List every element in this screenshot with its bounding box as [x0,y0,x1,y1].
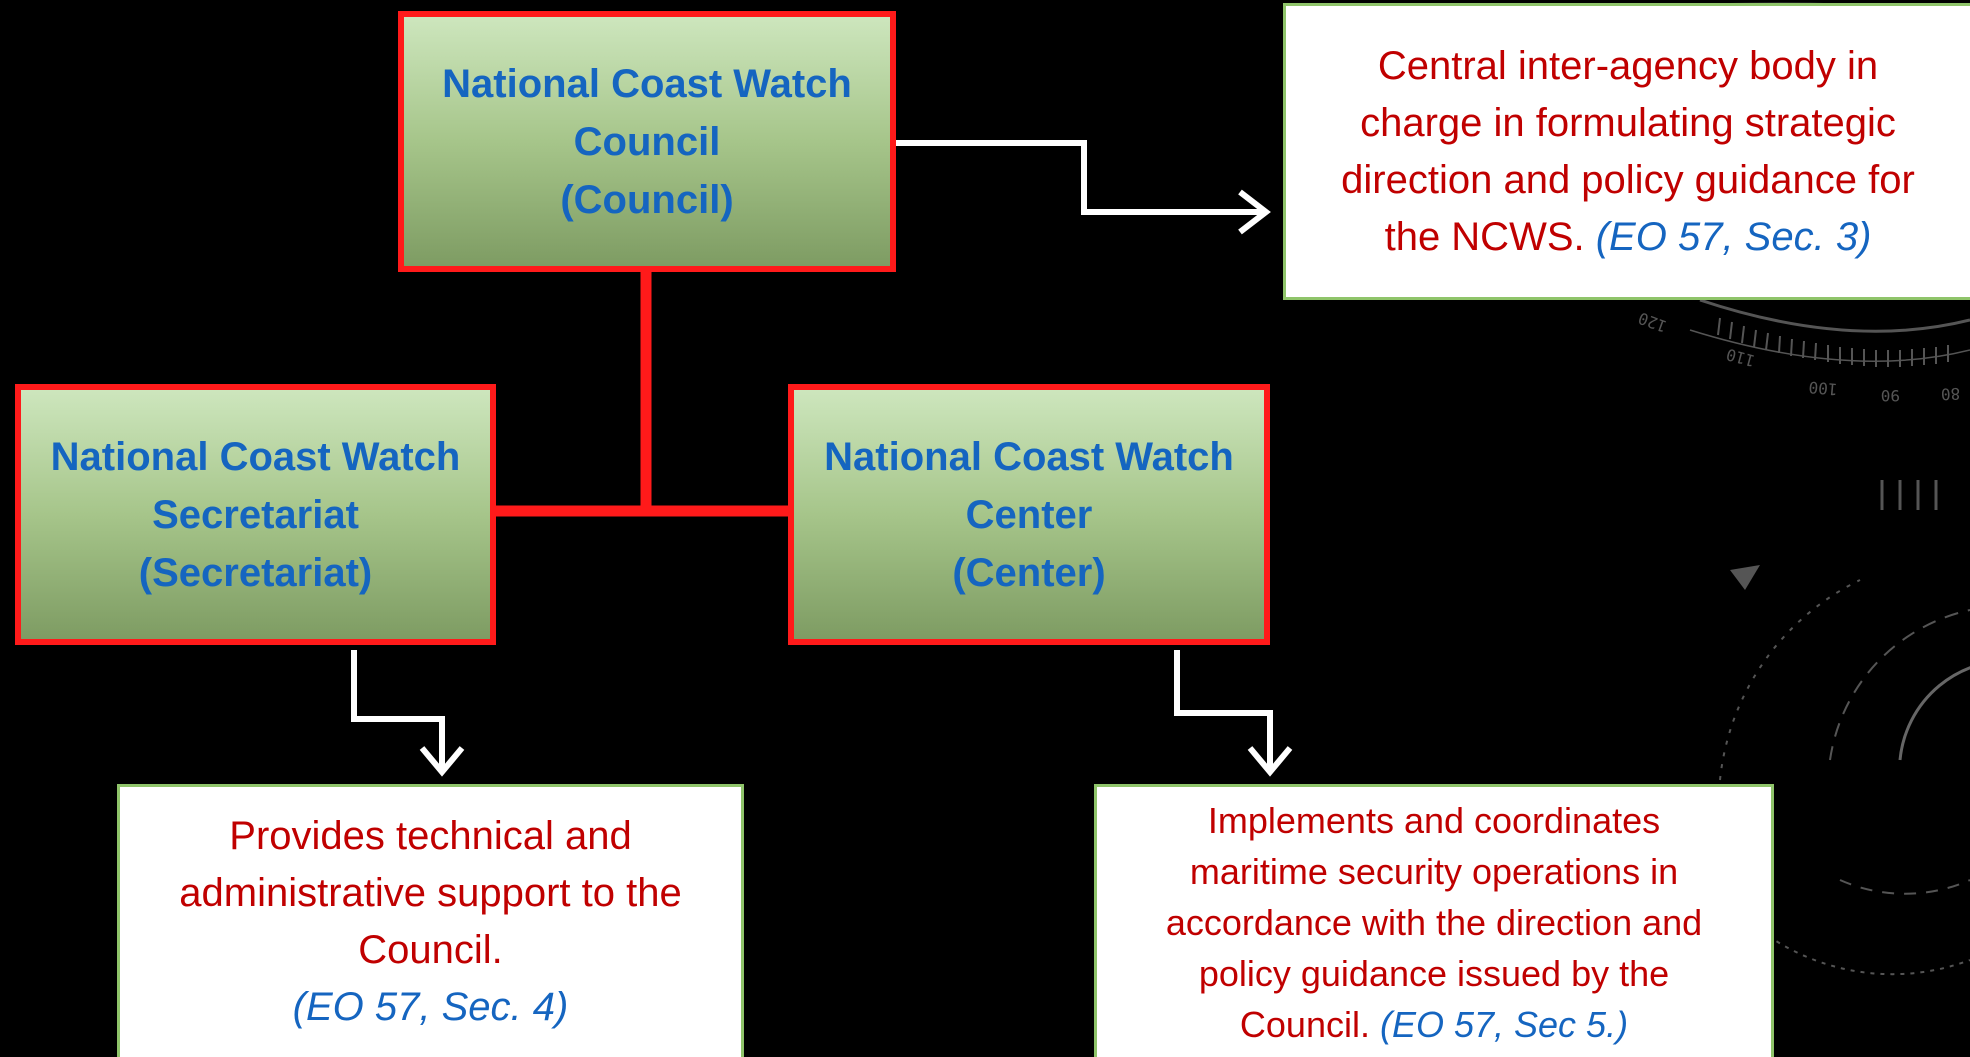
compass-tick-label: 80 [1941,384,1961,404]
council-arrow-head [1238,189,1271,235]
secretariat-arrow-head [419,746,465,777]
secretariat-desc-line: Council. [358,928,503,972]
center-desc-line: policy guidance issued by the [1198,952,1670,994]
council-citation: (EO 57, Sec. 3) [1595,214,1872,259]
council-title-line1: National Coast Watch [442,61,852,106]
compass-tick-label: 100 [1808,377,1838,398]
center-arrow [1174,650,1273,772]
council-desc-line: Central inter-agency body in [1377,43,1879,88]
secretariat-title-line2: Secretariat [152,492,359,537]
council-description-box: Central inter-agency body in charge in f… [1283,3,1970,300]
secretariat-arrow [351,650,445,772]
council-box: National Coast Watch Council (Council) [398,11,896,272]
center-desc-line: Implements and coordinates [1207,799,1661,841]
secretariat-desc-line: Provides technical and [229,814,632,858]
secretariat-title-line3: (Secretariat) [138,550,373,595]
compass-tick-label: 90 [1881,386,1900,405]
center-box: National Coast Watch Center (Center) [788,384,1270,645]
secretariat-description-box: Provides technical and administrative su… [117,784,744,1057]
secretariat-title-line1: National Coast Watch [50,434,461,479]
center-citation: (EO 57, Sec 5.) [1379,1003,1629,1045]
center-description-box: Implements and coordinates maritime secu… [1094,784,1774,1057]
center-arrow-head [1247,746,1293,777]
center-desc-line: maritime security operations in [1189,850,1679,892]
center-title-line3: (Center) [952,550,1106,595]
council-desc-line: the NCWS. (EO 57, Sec. 3) [1385,209,1872,266]
secretariat-citation: (EO 57, Sec. 4) [292,985,569,1029]
center-desc-line: Council. (EO 57, Sec 5.) [1240,999,1628,1050]
center-title-line2: Center [965,492,1093,537]
center-title-line1: National Coast Watch [824,434,1234,479]
center-desc-line: accordance with the direction and [1165,901,1703,943]
council-desc-line: charge in formulating strategic [1360,100,1896,145]
council-title-line2: Council [573,119,721,164]
council-arrow [894,140,1266,215]
secretariat-desc-line: administrative support to the [179,871,682,915]
secretariat-box: National Coast Watch Secretariat (Secret… [15,384,496,645]
council-title-line3: (Council) [560,177,734,222]
council-desc-text: the NCWS. [1384,214,1596,259]
center-desc-text: Council. [1239,1003,1380,1045]
council-desc-line: direction and policy guidance for [1341,157,1915,202]
